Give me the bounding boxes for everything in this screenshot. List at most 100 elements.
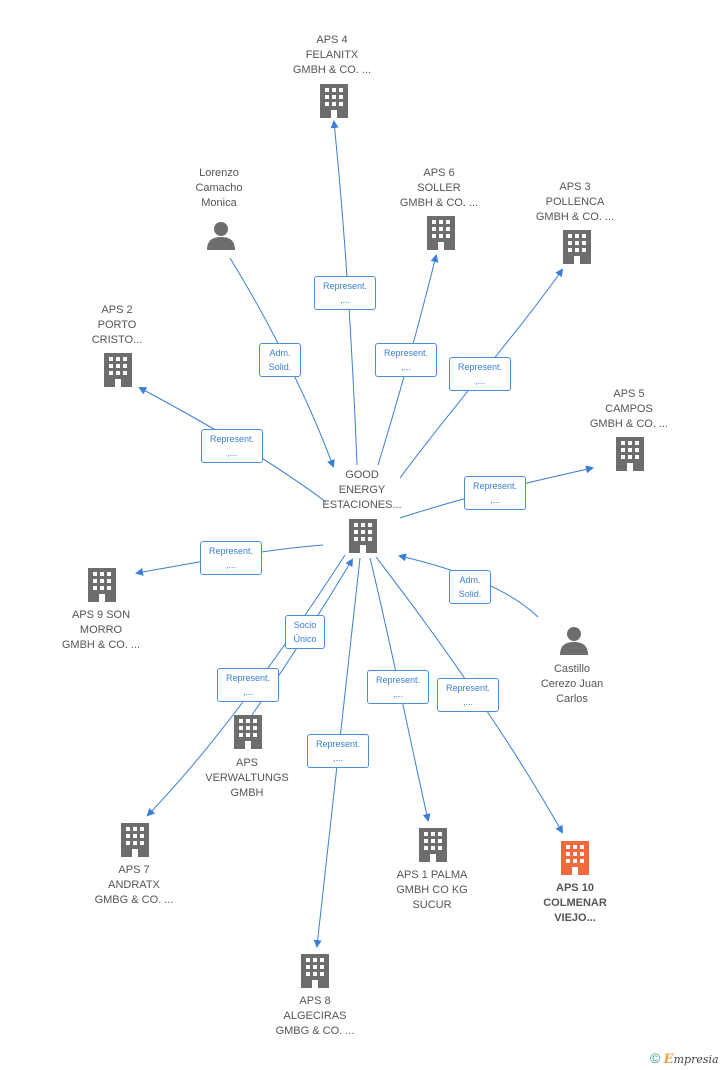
- edge-label-line: Adm.: [269, 348, 291, 358]
- edge-label-to-aps2[interactable]: Represent. ,...: [201, 429, 263, 463]
- edge-label-line: ,...: [462, 697, 473, 707]
- building-icon-highlighted[interactable]: [558, 840, 592, 876]
- node-label-aps4: APS 4 FELANITX GMBH & CO. ...: [257, 33, 407, 78]
- label-line: VERWALTUNGS: [205, 772, 289, 784]
- edge-label-line: ,...: [392, 689, 403, 699]
- edge-label-line: ,...: [339, 295, 350, 305]
- edge-label-line: Represent.: [322, 281, 368, 291]
- brand-logo[interactable]: Empresia: [663, 1052, 719, 1067]
- label-line: GMBH & CO. ...: [61, 639, 141, 651]
- building-icon[interactable]: [317, 83, 351, 119]
- edge-label-to-aps6[interactable]: Represent. ,...: [375, 343, 437, 377]
- edge-label-line: Solid.: [268, 362, 292, 372]
- label-line: ANDRATX: [108, 879, 160, 891]
- edge-label-line: Represent.: [472, 481, 518, 491]
- node-label-center: GOOD ENERGY ESTACIONES...: [287, 468, 437, 513]
- edge-label-to-aps3[interactable]: Represent. ,...: [449, 357, 511, 391]
- edge-label-to-aps10[interactable]: Represent. ,...: [437, 678, 499, 712]
- label-line: Lorenzo: [199, 167, 239, 179]
- edge-label-line: Socio: [293, 620, 317, 630]
- building-icon[interactable]: [416, 827, 450, 863]
- edge-label-line: ,...: [474, 376, 485, 386]
- label-line: CAMPOS: [605, 403, 653, 415]
- label-line: COLMENAR: [543, 897, 607, 909]
- label-line: GMBG & CO. ...: [275, 1025, 355, 1037]
- label-line: ALGECIRAS: [283, 1010, 347, 1022]
- building-icon[interactable]: [560, 229, 594, 265]
- edge-label-from-castillo[interactable]: Adm. Solid.: [449, 570, 491, 604]
- node-label-aps3: APS 3 POLLENCA GMBH & CO. ...: [500, 180, 650, 225]
- edge-label-line: ,...: [225, 560, 236, 570]
- edge-label-to-aps7[interactable]: Represent. ,...: [217, 668, 279, 702]
- label-line: GMBH & CO. ...: [292, 64, 372, 76]
- edge-label-to-aps4[interactable]: Represent. ,...: [314, 276, 376, 310]
- edge-label-line: Adm.: [459, 575, 481, 585]
- label-line: Monica: [201, 197, 237, 209]
- node-label-aps6: APS 6 SOLLER GMBH & CO. ...: [364, 166, 514, 211]
- edge-label-line: Represent.: [315, 739, 361, 749]
- label-line: MORRO: [79, 624, 123, 636]
- label-line: GOOD: [345, 469, 379, 481]
- building-icon[interactable]: [231, 714, 265, 750]
- label-line: Carlos: [556, 693, 588, 705]
- edge-label-line: Único: [293, 634, 317, 644]
- node-label-aps5: APS 5 CAMPOS GMBH & CO. ...: [554, 387, 704, 432]
- edge-label-line: Represent.: [375, 675, 421, 685]
- edge-label-line: Represent.: [445, 683, 491, 693]
- copyright-icon: ©: [650, 1050, 661, 1066]
- label-line: APS: [235, 757, 258, 769]
- label-line: SOLLER: [417, 182, 461, 194]
- building-icon[interactable]: [424, 215, 458, 251]
- label-line: VIEJO...: [554, 912, 596, 924]
- edge-label-line: Represent.: [209, 434, 255, 444]
- label-line: POLLENCA: [545, 196, 605, 208]
- label-line: APS 10: [556, 882, 594, 894]
- edge-label-to-aps5[interactable]: Represent. ,...: [464, 476, 526, 510]
- brand-rest: mpresia: [673, 1053, 719, 1066]
- label-line: APS 1 PALMA: [396, 869, 468, 881]
- label-line: Cerezo Juan: [540, 678, 604, 690]
- edge-label-from-verwaltungs[interactable]: Socio Único: [285, 615, 325, 649]
- label-line: FELANITX: [305, 49, 359, 61]
- node-label-lorenzo: Lorenzo Camacho Monica: [144, 166, 294, 211]
- edge-label-from-lorenzo[interactable]: Adm. Solid.: [259, 343, 301, 377]
- edge-label-to-aps1[interactable]: Represent. ,...: [367, 670, 429, 704]
- building-icon[interactable]: [101, 352, 135, 388]
- building-icon[interactable]: [346, 518, 380, 554]
- copyright-footer: © Empresia: [650, 1050, 719, 1067]
- edge-label-line: ,...: [400, 362, 411, 372]
- edge-label-line: Represent.: [383, 348, 429, 358]
- person-icon[interactable]: [206, 220, 236, 250]
- label-line: Camacho: [195, 182, 243, 194]
- label-line: APS 8: [299, 995, 331, 1007]
- building-icon[interactable]: [298, 953, 332, 989]
- edge-label-line: ,...: [242, 687, 253, 697]
- label-line: APS 5: [613, 388, 645, 400]
- person-icon[interactable]: [559, 625, 589, 655]
- label-line: GMBH & CO. ...: [589, 418, 669, 430]
- edge-label-to-aps8[interactable]: Represent. ,...: [307, 734, 369, 768]
- label-line: GMBH CO KG: [396, 884, 468, 896]
- node-label-aps7: APS 7 ANDRATX GMBG & CO. ...: [59, 863, 209, 908]
- node-label-aps9: APS 9 SON MORRO GMBH & CO. ...: [26, 608, 176, 653]
- label-line: GMBH: [230, 787, 264, 799]
- edge-label-to-aps9[interactable]: Represent. ,...: [200, 541, 262, 575]
- label-line: PORTO: [97, 319, 137, 331]
- edge-label-line: Solid.: [458, 589, 482, 599]
- label-line: SUCUR: [412, 899, 452, 911]
- building-icon[interactable]: [613, 436, 647, 472]
- edge-label-line: Represent.: [457, 362, 503, 372]
- label-line: APS 4: [316, 34, 348, 46]
- node-label-castillo: Castillo Cerezo Juan Carlos: [497, 662, 647, 707]
- brand-initial: E: [663, 1052, 674, 1067]
- label-line: APS 2: [101, 304, 133, 316]
- node-label-aps10: APS 10 COLMENAR VIEJO...: [500, 881, 650, 926]
- label-line: APS 7: [118, 864, 150, 876]
- building-icon[interactable]: [118, 822, 152, 858]
- label-line: GMBH & CO. ...: [535, 211, 615, 223]
- building-icon[interactable]: [85, 567, 119, 603]
- node-label-verwaltungs: APS VERWALTUNGS GMBH: [172, 756, 322, 801]
- label-line: APS 6: [423, 167, 455, 179]
- label-line: GMBH & CO. ...: [399, 197, 479, 209]
- edge-label-line: ,...: [332, 753, 343, 763]
